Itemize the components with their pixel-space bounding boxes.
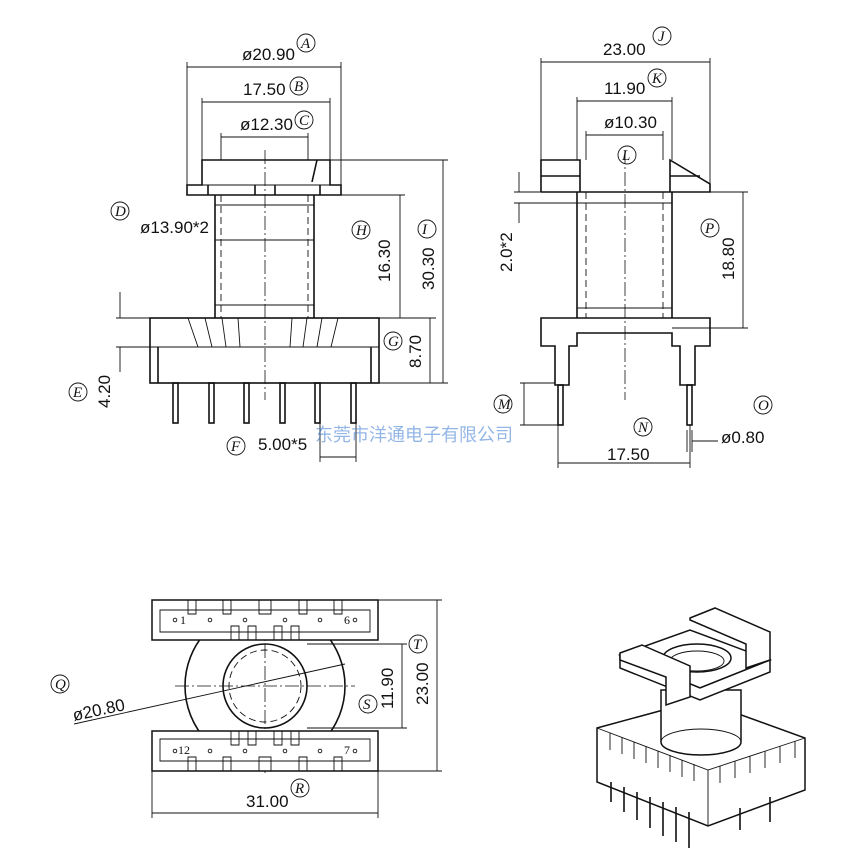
side-pin-right	[686, 384, 693, 426]
dim-L-value: ø10.30	[604, 113, 657, 132]
dim-G-value: 8.70	[406, 335, 425, 368]
label-O: O	[758, 398, 769, 414]
side-view	[540, 150, 711, 426]
bottom-rail-slots	[187, 731, 343, 771]
dim-A-value: ø20.90	[242, 45, 295, 64]
dim-J-value: 23.00	[603, 40, 646, 59]
dim-F-value: 5.00*5	[258, 435, 307, 454]
side-view-dimensions: 23.00 J 11.90 K ø10.30 L 2.0*2 18.80 P M…	[493, 26, 773, 468]
label-S: S	[363, 697, 371, 713]
label-H: H	[355, 223, 368, 239]
label-G: G	[388, 334, 399, 350]
dim-H-value: 16.30	[375, 239, 394, 282]
company-watermark: 东莞市洋通电子有限公司	[315, 425, 513, 446]
label-R: R	[294, 781, 304, 797]
dim-N-value: 17.50	[607, 445, 650, 464]
dim-P-value: 18.80	[719, 237, 738, 280]
dim-M-value: 2.0*2	[497, 232, 516, 272]
pin-number-1: 1	[180, 613, 186, 627]
dim-C-value: ø12.30	[240, 115, 293, 134]
pin-number-12: 12	[178, 743, 190, 757]
label-I: I	[421, 222, 428, 238]
label-P: P	[704, 221, 714, 237]
pin-number-6: 6	[344, 613, 350, 627]
label-K: K	[651, 71, 663, 87]
isometric-view	[596, 607, 806, 848]
label-A: A	[300, 36, 311, 52]
bottom-view-dimensions: Q ø20.80 31.00 R 11.90 S 23.00 T	[50, 599, 442, 818]
label-F: F	[230, 439, 241, 455]
dim-D-value: ø13.90*2	[140, 218, 209, 237]
dim-Q-value: ø20.80	[71, 695, 127, 725]
side-pin-left	[557, 384, 564, 426]
label-B: B	[294, 79, 303, 95]
top-rail-slots	[187, 600, 343, 640]
dim-E-value: 4.20	[95, 375, 114, 408]
dim-S-value: 11.90	[378, 668, 397, 709]
label-Q: Q	[55, 677, 66, 693]
label-L: L	[621, 148, 630, 164]
dim-O-value: ø0.80	[721, 428, 764, 447]
pin-number-7: 7	[344, 743, 350, 757]
dim-T-value: 23.00	[413, 662, 432, 705]
pin-holes	[172, 617, 358, 754]
front-pins	[172, 382, 357, 424]
label-D: D	[114, 204, 126, 220]
dim-R-value: 31.00	[246, 792, 289, 811]
label-M: M	[497, 397, 512, 413]
dim-I-value: 30.30	[419, 247, 438, 290]
label-C: C	[299, 113, 310, 129]
front-view	[149, 150, 380, 424]
dim-B-value: 17.50	[243, 80, 286, 99]
dim-K-value: 11.90	[604, 79, 645, 98]
label-E: E	[72, 385, 82, 401]
label-T: T	[413, 637, 423, 653]
front-view-dimensions: ø20.90 A 17.50 B ø12.30 C D ø13.90*2 16.…	[68, 33, 448, 462]
bottom-view: 1 6 12 7	[151, 599, 379, 775]
label-N: N	[637, 420, 649, 436]
label-J: J	[658, 29, 666, 45]
